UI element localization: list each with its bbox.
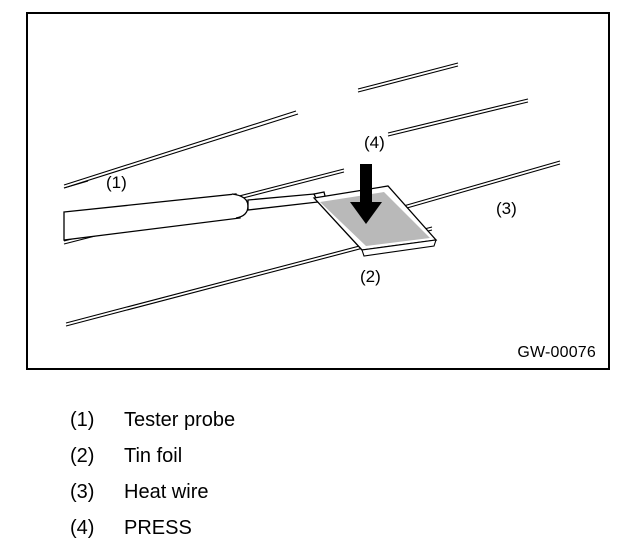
- tester-probe: [63, 191, 327, 241]
- callout-press: (4): [364, 133, 385, 152]
- legend: (1) Tester probe (2) Tin foil (3) Heat wire…: [70, 402, 235, 546]
- legend-label: Tester probe: [124, 409, 236, 431]
- foil-shade: [320, 192, 430, 246]
- callout-tin-foil: (2): [360, 267, 381, 286]
- legend-label: PRESS: [124, 517, 192, 539]
- heat-wire-line: [63, 110, 297, 186]
- legend-item-tester-probe: (1) Tester probe: [70, 402, 235, 438]
- figure-frame: (1) (2) (3) (4) GW-00076: [26, 12, 610, 370]
- press-arrow-shaft: [360, 164, 372, 206]
- press-arrow-head: [350, 202, 382, 224]
- callout-heat-wire: (3): [496, 199, 517, 218]
- figure-code: GW-00076: [517, 344, 596, 361]
- foil-edge: [361, 239, 437, 257]
- heat-wire-line: [387, 101, 529, 137]
- heat-wire-line: [387, 98, 529, 134]
- legend-label: Heat wire: [124, 481, 209, 503]
- probe-shaft: [247, 193, 319, 211]
- legend-number: (4): [70, 517, 95, 539]
- legend-number: (3): [70, 481, 95, 503]
- legend-item-heat-wire: (3) Heat wire: [70, 474, 235, 510]
- legend-label: Tin foil: [124, 445, 183, 467]
- legend-number: (2): [70, 445, 95, 467]
- probe-handle: [63, 193, 241, 241]
- heat-wire-line: [357, 62, 459, 90]
- callout-tester-probe: (1): [106, 173, 127, 192]
- heat-wire-line: [399, 163, 561, 211]
- heat-wire-line: [357, 65, 459, 93]
- heat-wire-line: [399, 160, 561, 208]
- heat-wire-line: [63, 180, 89, 189]
- illustration: (1) (2) (3) (4): [63, 62, 561, 327]
- tin-foil: [312, 185, 438, 257]
- press-arrow: [350, 164, 382, 224]
- heat-wire-line: [63, 113, 299, 189]
- legend-item-press: (4) PRESS: [70, 510, 235, 546]
- legend-item-tin-foil: (2) Tin foil: [70, 438, 235, 474]
- legend-number: (1): [70, 409, 95, 431]
